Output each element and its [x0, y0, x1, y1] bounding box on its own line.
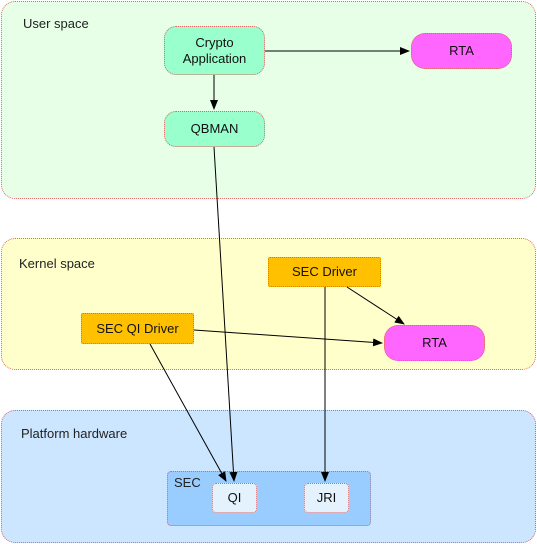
user-space-label: User space	[23, 16, 89, 31]
qi-node: QI	[212, 483, 257, 513]
qbman-node: QBMAN	[164, 111, 265, 147]
jri-node: JRI	[304, 483, 349, 513]
sec-driver-node: SEC Driver	[268, 257, 381, 287]
arrow-sec-driver-to-rta-kernel	[346, 286, 405, 325]
kernel-space-label: Kernel space	[19, 256, 95, 271]
arrow-qbman-to-qi	[213, 146, 238, 482]
platform-hardware-label: Platform hardware	[21, 426, 128, 441]
rta-user-node: RTA	[411, 33, 512, 69]
sec-qi-driver-node: SEC QI Driver	[81, 313, 194, 344]
rta-kernel-node: RTA	[384, 325, 485, 361]
arrow-sec-qi-to-qi	[149, 343, 227, 482]
arrow-sec-qi-to-rta-kernel	[193, 329, 383, 347]
sec-label: SEC	[174, 475, 201, 490]
crypto-application-node: Crypto Application	[164, 26, 265, 75]
